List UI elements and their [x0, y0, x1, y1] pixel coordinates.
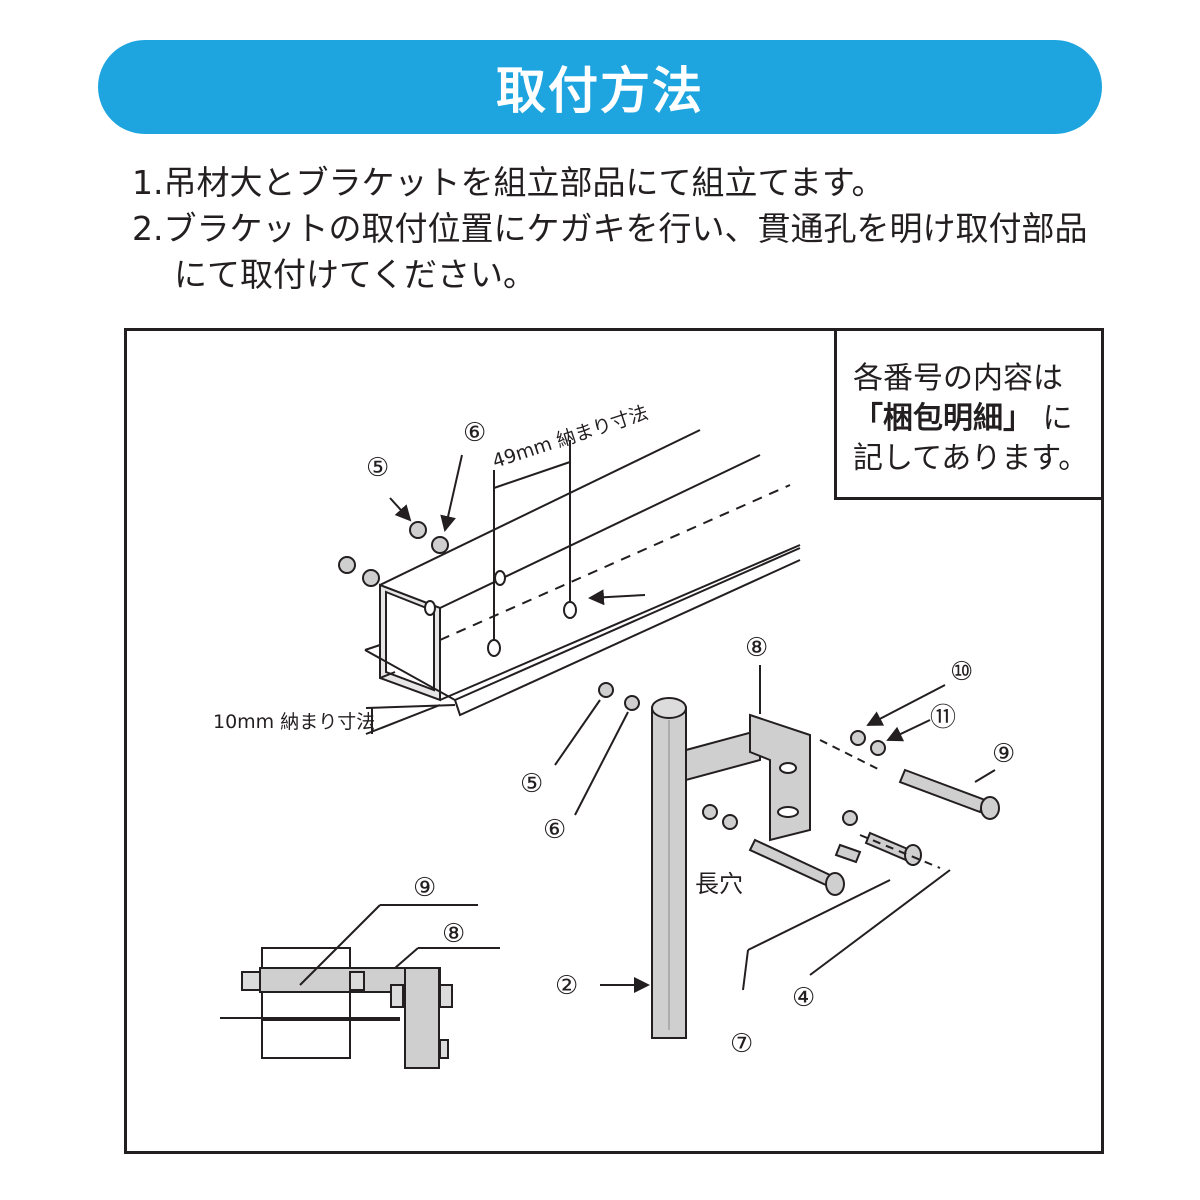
step-2-continued: にて取付けてください。	[174, 255, 537, 294]
part-11: ⑪	[930, 703, 956, 733]
part-4: ④	[792, 983, 815, 1013]
part-5-upper: ⑤	[366, 453, 389, 483]
slot-label: 長穴	[695, 870, 743, 898]
part-9-main: ⑨	[992, 739, 1015, 769]
note-packing-list: 「梱包明細」	[853, 401, 1033, 436]
part-8-detail: ⑧	[442, 919, 465, 949]
note-line-3: 記してあります。	[853, 441, 1089, 476]
note-line-2-rest: に	[1042, 401, 1073, 436]
part-5-lower: ⑤	[520, 769, 543, 799]
dim-10mm	[365, 704, 456, 735]
part-6-lower: ⑥	[543, 815, 566, 845]
instruction-steps: 1.吊材大とブラケットを組立部品にて組立てます。 2.ブラケットの取付位置にケガ…	[132, 160, 1132, 298]
step-2: 2.ブラケットの取付位置にケガキを行い、貫通孔を明け取付部品	[132, 209, 1088, 248]
part-6-upper: ⑥	[463, 418, 486, 448]
part-10: ⑩	[950, 657, 973, 687]
diagram-frame	[124, 328, 1104, 1154]
bracket	[685, 713, 811, 842]
note-box: 各番号の内容は 「梱包明細」 に 記してあります。	[834, 328, 1104, 500]
part-2: ②	[555, 971, 578, 1001]
channel-member	[364, 429, 801, 717]
page-title: 取付方法	[496, 62, 704, 120]
note-line-1: 各番号の内容は	[853, 361, 1063, 396]
part-9-detail: ⑨	[413, 873, 436, 903]
step-1: 1.吊材大とブラケットを組立部品にて組立てます。	[132, 163, 885, 202]
detail-inset	[220, 904, 500, 1069]
note-line-2: 「梱包明細」 に	[853, 399, 1101, 439]
dim-10mm-label: 10mm 納まり寸法	[213, 711, 375, 733]
hanging-rod	[651, 697, 687, 1039]
channel-holes	[424, 570, 577, 657]
channel-nuts	[338, 521, 640, 711]
title-banner: 取付方法	[98, 40, 1102, 134]
bolts	[748, 768, 1000, 896]
dim-49mm	[493, 440, 571, 640]
part-8-main: ⑧	[745, 633, 768, 663]
part-7: ⑦	[730, 1029, 753, 1059]
bracket-nuts	[702, 730, 886, 830]
